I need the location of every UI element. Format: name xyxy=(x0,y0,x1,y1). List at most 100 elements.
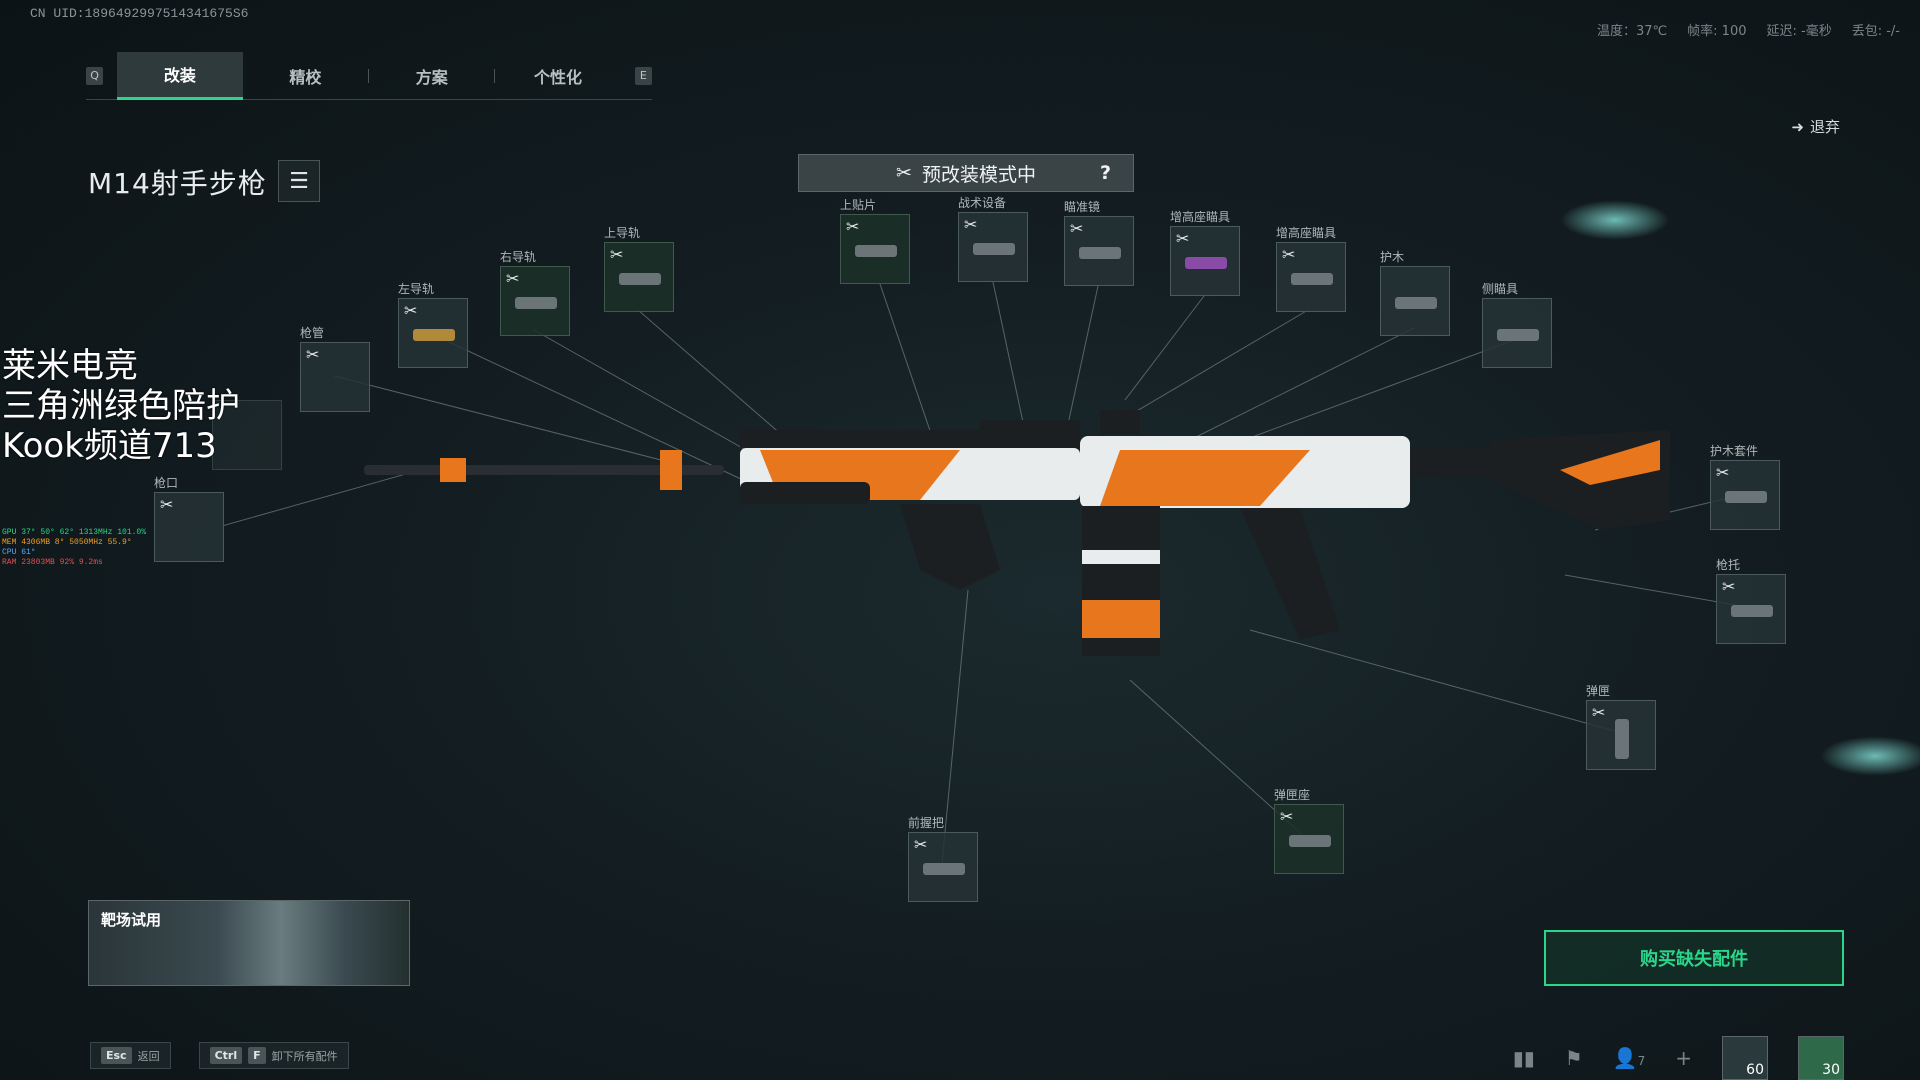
gun-light xyxy=(740,482,870,504)
f-key: F xyxy=(248,1047,266,1064)
exit-button[interactable]: ➜ 退弃 xyxy=(1791,116,1840,137)
part-thumbnail xyxy=(515,297,557,309)
thumbnail-count: 30 xyxy=(1822,1062,1840,1078)
slot-side-sight[interactable] xyxy=(1482,298,1552,368)
operator-thumbnail[interactable]: 60 xyxy=(1722,1036,1768,1080)
part-thumbnail xyxy=(923,863,965,875)
slot-label-scope: 瞄准镜 xyxy=(1064,200,1101,214)
overlay-line: Kook频道713 xyxy=(2,426,217,466)
gun-mag-stripe xyxy=(1082,550,1160,564)
flag-icon[interactable]: ⚑ xyxy=(1564,1046,1583,1070)
unequip-all-hint[interactable]: Ctrl F 卸下所有配件 xyxy=(198,1042,349,1069)
slot-label-top-patch: 上贴片 xyxy=(840,198,877,212)
tool-icon: ✂ xyxy=(306,345,320,364)
gun-pistol-grip xyxy=(1240,508,1340,640)
slot-magazine[interactable]: ✂ xyxy=(1586,700,1656,770)
tool-icon: ✂ xyxy=(1722,577,1736,596)
slot-label-tactical: 战术设备 xyxy=(958,196,1007,210)
thumbnail-count: 60 xyxy=(1746,1062,1764,1078)
preset-list-button[interactable]: ☰ xyxy=(278,160,320,202)
slot-handguard[interactable] xyxy=(1380,266,1450,336)
tab-presets[interactable]: 方案 xyxy=(415,67,448,87)
gun-receiver-stripe xyxy=(1100,450,1310,506)
footer-hints: Esc 返回 Ctrl F 卸下所有配件 xyxy=(90,1042,349,1069)
temperature-readout: 温度：37℃ xyxy=(1597,24,1668,39)
slot-mag-well[interactable]: ✂ xyxy=(1274,804,1344,874)
item-thumbnail[interactable]: 30 xyxy=(1798,1036,1844,1080)
ctrl-key: Ctrl xyxy=(209,1047,243,1064)
unequip-label: 卸下所有配件 xyxy=(271,1049,338,1063)
tab-personalize[interactable]: 个性化 xyxy=(534,67,583,87)
slot-right-rail[interactable]: ✂ xyxy=(500,266,570,336)
slot-riser-sight-2[interactable]: ✂ xyxy=(1276,242,1346,312)
frame-rate-readout: 帧率: 100 xyxy=(1687,24,1747,39)
slot-label-stock: 枪托 xyxy=(1716,558,1741,572)
pre-modify-banner: ✂ 预改装模式中 ? xyxy=(798,154,1134,192)
gun-top-rail xyxy=(740,430,1080,448)
add-icon[interactable]: + xyxy=(1675,1046,1692,1070)
latency-readout: 延迟: -毫秒 xyxy=(1766,24,1832,39)
slot-label-handguard: 护木 xyxy=(1380,250,1405,264)
slot-barrel[interactable]: ✂ xyxy=(300,342,370,412)
slot-label-muzzle: 枪口 xyxy=(154,476,179,490)
overlay-line: 三角洲绿色陪护 xyxy=(2,386,240,426)
slot-handguard-kit[interactable]: ✂ xyxy=(1710,460,1780,530)
exit-label: 退弃 xyxy=(1809,118,1840,136)
part-thumbnail xyxy=(1079,247,1121,259)
tool-icon: ✂ xyxy=(506,269,520,288)
slot-label-side-sight: 侧瞄具 xyxy=(1482,282,1519,296)
tool-icon: ✂ xyxy=(846,217,860,236)
gun-front-sight xyxy=(660,450,682,490)
network-status: 温度：37℃ 帧率: 100 延迟: -毫秒 丢包: -/- xyxy=(1597,20,1900,39)
tool-icon: ✂ xyxy=(610,245,624,264)
stats-chart-icon[interactable]: ▮▮ xyxy=(1512,1046,1535,1070)
part-thumbnail xyxy=(1731,605,1773,617)
weapon-title: M14射手步枪 xyxy=(88,167,267,200)
tool-icon: ✂ xyxy=(1716,463,1730,482)
tab-prev-key[interactable]: Q xyxy=(86,66,104,85)
part-thumbnail xyxy=(1291,273,1333,285)
slot-scope[interactable]: ✂ xyxy=(1064,216,1134,286)
slot-bipod[interactable] xyxy=(212,400,282,470)
slot-left-rail[interactable]: ✂ xyxy=(398,298,468,368)
slot-label-magazine: 弹匣 xyxy=(1586,684,1611,698)
performance-overlay: GPU 37° 50° 62° 1313MHz 101.0% MEM 4306M… xyxy=(2,528,146,568)
slot-label-riser-sight-2: 增高座瞄具 xyxy=(1276,226,1337,240)
slot-muzzle[interactable]: ✂ xyxy=(154,492,224,562)
tab-tune[interactable]: 精校 xyxy=(289,67,322,87)
gun-optic xyxy=(1100,410,1140,434)
gun-foregrip xyxy=(900,504,1000,590)
part-thumbnail xyxy=(1289,835,1331,847)
slot-riser-sight-1[interactable]: ✂ xyxy=(1170,226,1240,296)
tool-icon: ✂ xyxy=(914,835,928,854)
slot-top-rail[interactable]: ✂ xyxy=(604,242,674,312)
slot-label-top-rail: 上导轨 xyxy=(604,226,641,240)
slot-label-riser-sight-1: 增高座瞄具 xyxy=(1170,210,1231,224)
tool-icon: ✂ xyxy=(1070,219,1084,238)
part-thumbnail xyxy=(619,273,661,285)
part-thumbnail xyxy=(1497,329,1539,341)
background-light xyxy=(1820,736,1920,776)
tool-icon: ✂ xyxy=(1280,807,1294,826)
slot-label-handguard-kit: 护木套件 xyxy=(1710,444,1759,458)
part-thumbnail xyxy=(1185,257,1227,269)
back-hint[interactable]: Esc 返回 xyxy=(90,1042,171,1069)
tool-icon: ✂ xyxy=(404,301,418,320)
tab-next-key[interactable]: E xyxy=(634,66,652,85)
perf-gpu: GPU 37° 50° 62° 1313MHz 101.0% xyxy=(2,528,147,537)
firing-range-card[interactable]: 靶场试用 xyxy=(88,900,410,986)
people-icon[interactable]: 👤7 xyxy=(1612,1046,1646,1070)
slot-foregrip[interactable]: ✂ xyxy=(908,832,978,902)
perf-cpu: CPU 61° xyxy=(2,548,36,557)
slot-top-patch[interactable]: ✂ xyxy=(840,214,910,284)
buy-missing-parts-button[interactable]: 购买缺失配件 xyxy=(1544,930,1844,986)
slot-stock[interactable]: ✂ xyxy=(1716,574,1786,644)
help-icon[interactable]: ? xyxy=(1099,162,1111,184)
slot-tactical-device[interactable]: ✂ xyxy=(958,212,1028,282)
tab-separator xyxy=(368,68,369,83)
slot-label-foregrip: 前握把 xyxy=(908,816,945,830)
tab-separator xyxy=(494,68,496,83)
tab-modify[interactable]: 改装 xyxy=(117,51,243,100)
overlay-line: 莱米电竞 xyxy=(2,346,138,386)
tool-icon: ✂ xyxy=(160,495,174,514)
